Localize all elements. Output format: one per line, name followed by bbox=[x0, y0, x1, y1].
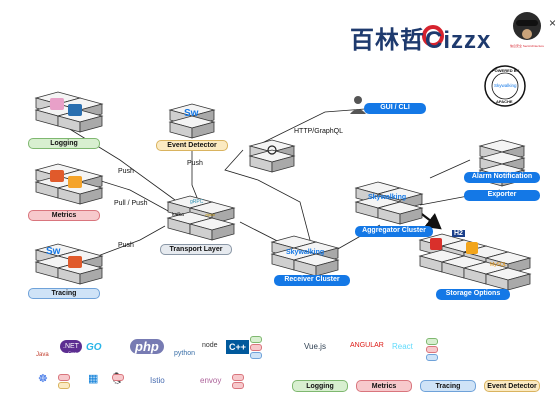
edge-label-metrics-pull-push: Pull / Push bbox=[114, 200, 148, 207]
tracing-blocks bbox=[35, 243, 103, 285]
edge-label-logging-push: Push bbox=[118, 168, 134, 175]
metrics-label: Metrics bbox=[28, 210, 100, 221]
skywalking-logo-aggregator: Skywalking bbox=[368, 194, 407, 201]
zipkin-logo: zipkin bbox=[205, 212, 216, 217]
windows-icon: ▦ bbox=[88, 373, 99, 385]
sw-logo-tracing: Sw bbox=[46, 246, 61, 257]
mysql-logo: MySQL bbox=[490, 262, 507, 268]
title-six-icon bbox=[422, 25, 444, 47]
dotnet-core-text: Core bbox=[68, 350, 77, 355]
python-logo: python bbox=[174, 350, 196, 357]
receiver-blocks bbox=[271, 235, 339, 277]
istio-logo: Istio bbox=[150, 376, 165, 385]
gui-label: GUI / CLI bbox=[364, 103, 426, 114]
h2-logo: H2 bbox=[452, 230, 465, 237]
mini-stack-web bbox=[426, 338, 438, 361]
avatar bbox=[513, 12, 541, 40]
kafka-logo: kafka bbox=[172, 212, 184, 218]
user-icon bbox=[350, 96, 366, 114]
alarm-label: Alarm Notification bbox=[464, 172, 540, 183]
gui-block bbox=[249, 139, 295, 173]
mini-stack-linux bbox=[112, 374, 124, 381]
sw-logo-event: Sw bbox=[184, 108, 199, 119]
mini-stack-k8s bbox=[58, 374, 70, 389]
metrics-blocks bbox=[35, 163, 103, 205]
transport-label: Transport Layer bbox=[160, 244, 232, 255]
avatar-caption: 信息安全 SecArchitecture bbox=[510, 44, 545, 48]
grpc-logo: gRPC bbox=[190, 199, 204, 205]
kubernetes-icon: ☸ bbox=[38, 373, 48, 385]
close-icon[interactable]: × bbox=[549, 16, 557, 30]
logging-label: Logging bbox=[28, 138, 100, 149]
vue-logo: Vue.js bbox=[304, 342, 326, 351]
envoy-logo: envoy bbox=[200, 376, 222, 385]
storage-blocks bbox=[419, 233, 531, 291]
aggregator-label: Aggregator Cluster bbox=[355, 226, 433, 237]
badge-top: POWERED BY bbox=[492, 68, 520, 73]
dotnet-logo: .NET bbox=[60, 340, 82, 353]
edge-label-event-push: Push bbox=[187, 160, 203, 167]
logging-blocks bbox=[35, 91, 103, 133]
tracing-label: Tracing bbox=[28, 288, 100, 299]
node-logo: node bbox=[202, 342, 218, 349]
storage-label: Storage Options bbox=[436, 289, 510, 300]
apache-badge bbox=[484, 65, 526, 107]
cpp-logo: C++ bbox=[226, 340, 250, 354]
legend-metrics: Metrics bbox=[356, 380, 412, 392]
react-logo: React bbox=[392, 342, 413, 351]
edge-label-tracing-push: Push bbox=[118, 242, 134, 249]
badge-center: Skywalking bbox=[494, 83, 517, 88]
go-logo: GO bbox=[86, 342, 102, 353]
java-logo: Java bbox=[36, 352, 49, 358]
angular-logo: ANGULAR bbox=[350, 342, 384, 349]
mini-stack-cpp bbox=[250, 336, 262, 359]
mini-stack-envoy bbox=[232, 374, 244, 389]
exporter-label: Exporter bbox=[464, 190, 540, 201]
edge-label-http-graphql: HTTP/GraphQL bbox=[294, 128, 344, 135]
aggregator-blocks bbox=[355, 181, 423, 225]
badge-bottom: APACHE bbox=[496, 99, 513, 104]
skywalking-logo-receiver: Skywalking bbox=[286, 249, 325, 256]
php-logo: php bbox=[130, 339, 164, 354]
legend-logging: Logging bbox=[292, 380, 348, 392]
receiver-label: Receiver Cluster bbox=[274, 275, 350, 286]
event-detector-label: Event Detector bbox=[156, 140, 228, 151]
brand-title: 百林哲Cizzx bbox=[350, 27, 492, 54]
legend-event-detector: Event Detector bbox=[484, 380, 540, 392]
legend-tracing: Tracing bbox=[420, 380, 476, 392]
